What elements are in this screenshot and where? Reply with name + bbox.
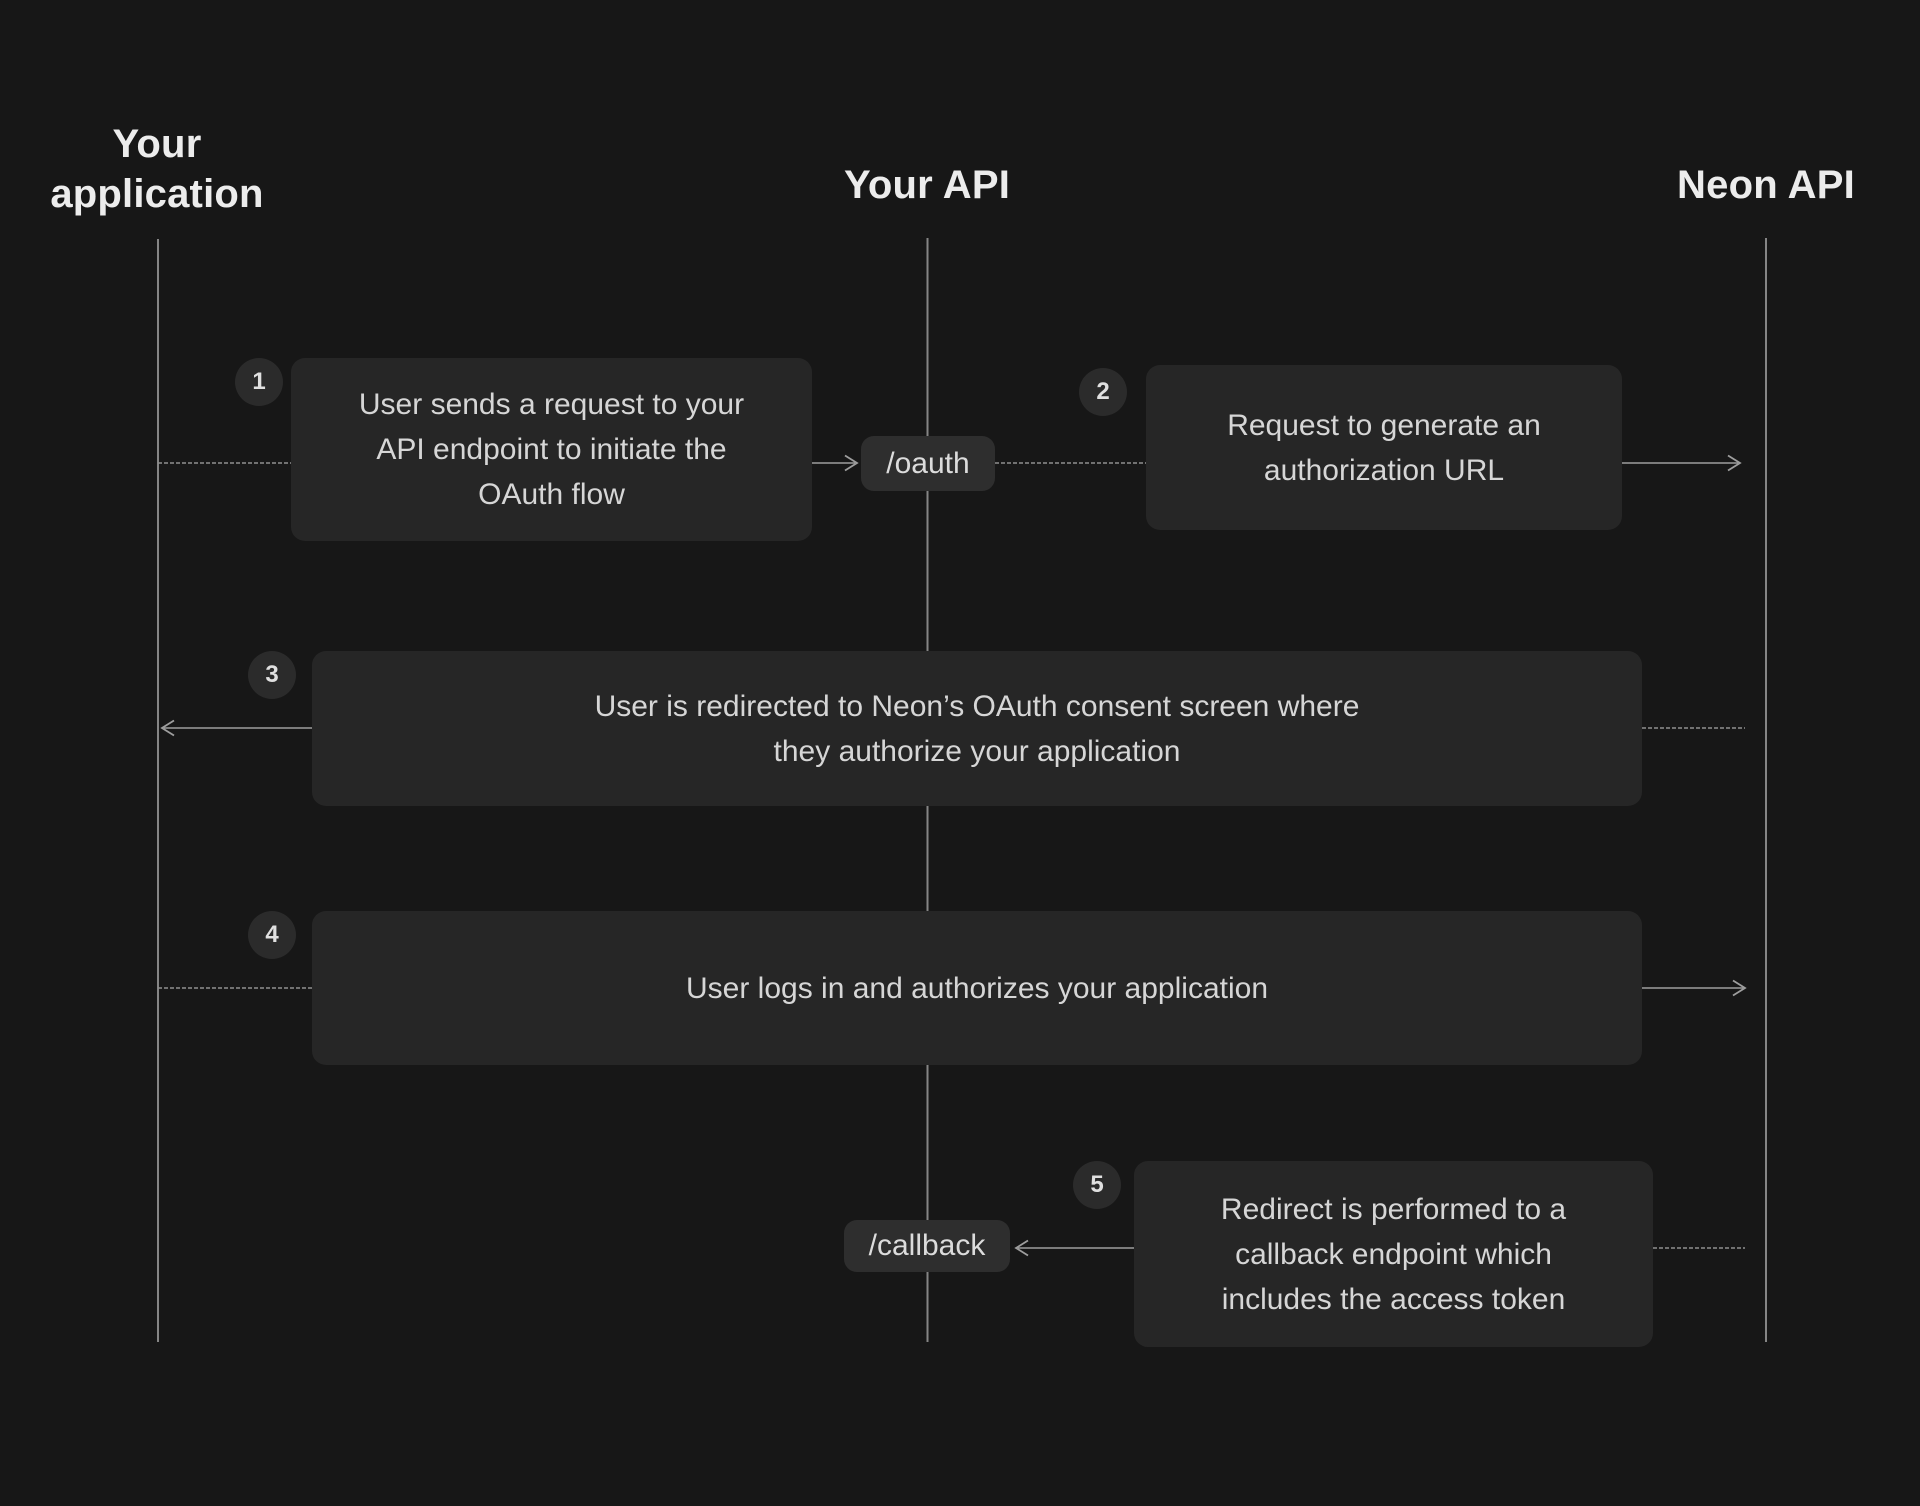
step4-arrowhead-right-icon	[1732, 979, 1747, 997]
step1-arrowhead-right-icon	[844, 454, 859, 472]
lane-header-your-api: Your API	[843, 163, 1011, 207]
step3-arrowhead-left-icon	[160, 719, 175, 737]
step4-box: User logs in and authorizes your applica…	[312, 911, 1642, 1065]
step5-arrowhead-left-icon	[1014, 1239, 1029, 1257]
step1-number-badge: 1	[235, 358, 283, 406]
lane-header-your-application: Your application	[50, 122, 264, 216]
step3-number-badge: 3	[248, 651, 296, 699]
callback-endpoint-pill: /callback	[844, 1220, 1010, 1272]
step2-number-badge: 2	[1079, 368, 1127, 416]
step5-number-badge: 5	[1073, 1161, 1121, 1209]
step1-box: User sends a request to your API endpoin…	[291, 358, 812, 541]
lane-header-neon-api: Neon API	[1677, 163, 1855, 207]
oauth-endpoint-pill: /oauth	[861, 436, 995, 491]
step2-box: Request to generate an authorization URL	[1146, 365, 1622, 530]
step4-number-badge: 4	[248, 911, 296, 959]
step2-arrowhead-right-icon	[1727, 454, 1742, 472]
step5-box: Redirect is performed to a callback endp…	[1134, 1161, 1653, 1347]
step3-box: User is redirected to Neon’s OAuth conse…	[312, 651, 1642, 806]
